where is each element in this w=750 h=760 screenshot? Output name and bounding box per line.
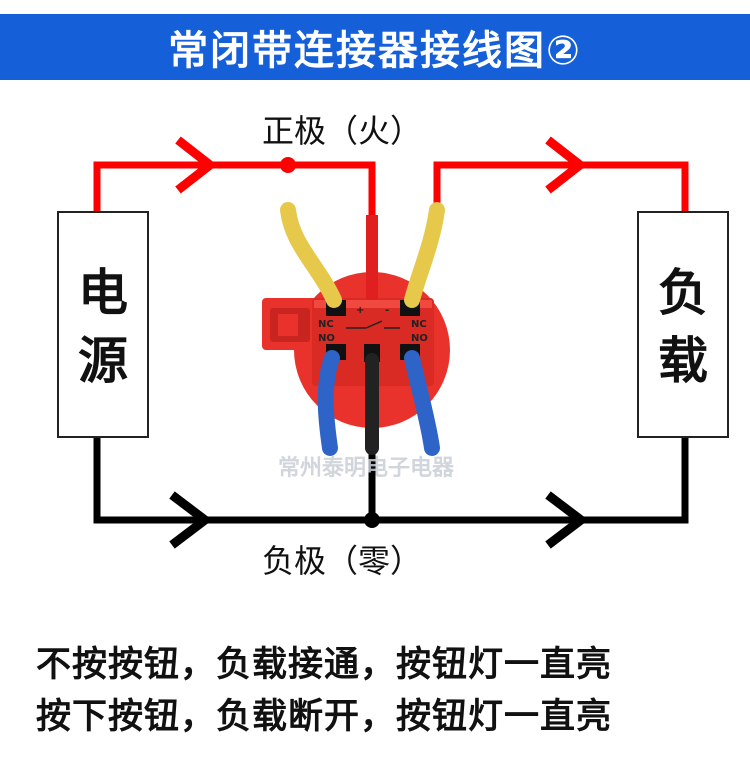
negative-junction xyxy=(364,512,380,528)
terminal-plus: + xyxy=(356,305,364,316)
yellow-wires xyxy=(280,202,445,308)
blue-wires xyxy=(317,350,440,456)
terminal-minus: - xyxy=(385,305,389,316)
terminal-nc-right: NC xyxy=(411,319,427,330)
positive-wire xyxy=(93,161,689,215)
power-source-box xyxy=(57,211,149,438)
load-label-1: 负 xyxy=(658,264,708,322)
power-source-label-2: 源 xyxy=(78,332,128,390)
load-box xyxy=(637,211,729,438)
button-switch-connector: NC NO NC NO + - xyxy=(262,272,450,428)
wiring-diagram: 电 源 负 载 正极（火） 负极（零） 常州泰明电子电器 NC NO NC NO… xyxy=(57,112,729,580)
instruction-line-1: 不按按钮，负载接通，按钮灯一直亮 xyxy=(36,645,613,685)
load-label-2: 载 xyxy=(658,332,708,390)
negative-arrow-right xyxy=(545,491,589,549)
title-banner: 常闭带连接器接线图② xyxy=(0,14,750,80)
positive-arrow-right xyxy=(545,136,588,194)
power-source-label-1: 电 xyxy=(78,264,128,322)
positive-label: 正极（火） xyxy=(262,112,422,150)
instruction-line-2: 按下按钮，负载断开，按钮灯一直亮 xyxy=(36,697,613,737)
watermark-text: 常州泰明电子电器 xyxy=(278,455,455,481)
negative-label: 负极（零） xyxy=(262,542,422,580)
terminal-nc-left: NC xyxy=(318,319,334,330)
positive-arrow-left xyxy=(175,136,218,194)
terminal-no-right: NO xyxy=(411,333,428,344)
terminal-no-left: NO xyxy=(318,333,335,344)
positive-junction xyxy=(280,157,296,173)
page-title: 常闭带连接器接线图② xyxy=(168,28,582,74)
negative-arrow-left xyxy=(169,491,213,549)
